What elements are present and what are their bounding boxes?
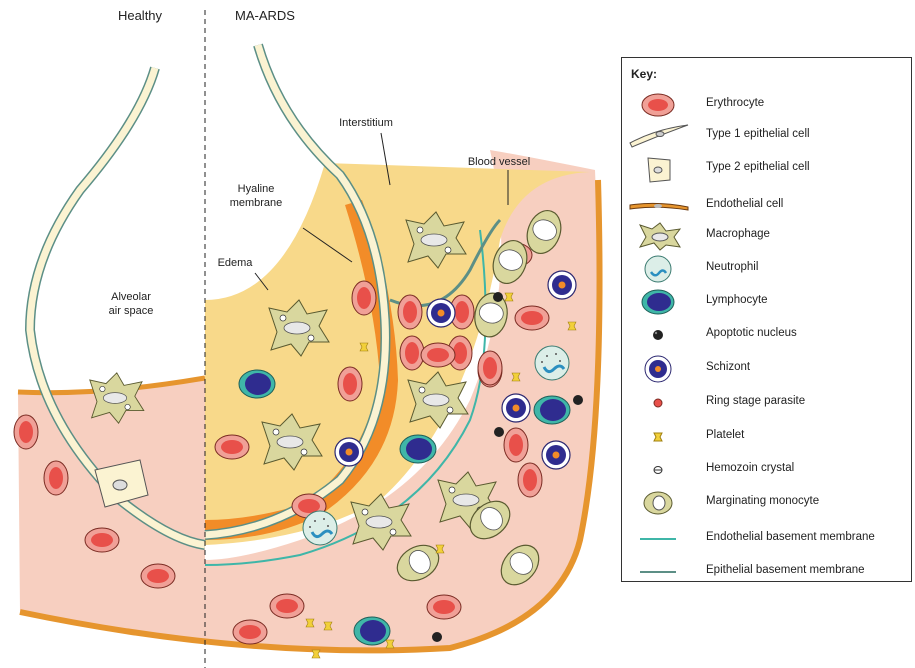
key-label: Neutrophil [706,261,758,273]
epithelial-basement-membrane-icon [626,557,690,587]
type1-epithelial-cell-icon [626,121,690,151]
macrophage-icon [626,221,690,251]
label-membrane: membrane [230,197,283,209]
neutrophil [303,511,337,545]
erythrocyte [233,620,267,644]
lymphocyte [534,396,570,424]
key-row: Platelet [622,422,911,452]
erythrocyte [270,594,304,618]
key-row: Endothelial basement membrane [622,524,911,554]
key-row: Neutrophil [622,254,911,284]
key-label: Endothelial cell [706,198,783,210]
key-label: Lymphocyte [706,294,768,306]
key-row: Apoptotic nucleus [622,320,911,350]
erythrocyte [141,564,175,588]
key-label: Marginating monocyte [706,495,819,507]
erythrocyte [14,415,38,449]
apoptotic-nucleus [494,427,504,437]
endothelial-cell-icon [626,191,690,221]
label-blood-vessel: Blood vessel [468,156,530,168]
key-label: Type 2 epithelial cell [706,161,810,173]
key-label: Erythrocyte [706,97,764,109]
erythrocyte [478,351,502,385]
erythrocyte [400,336,424,370]
platelet-icon [626,422,690,452]
label-interstitium: Interstitium [339,117,393,129]
schizont-icon [626,354,690,384]
label-hyaline: Hyaline [238,183,275,195]
key-row: Ring stage parasite [622,388,911,418]
erythrocyte [421,343,455,367]
erythrocyte [515,306,549,330]
apoptotic-nucleus [493,292,503,302]
neutrophil-icon [626,254,690,284]
erythrocyte [44,461,68,495]
erythrocyte [427,595,461,619]
key-label: Type 1 epithelial cell [706,128,810,140]
key-label: Schizont [706,361,750,373]
schizont [427,299,455,327]
key-row: Type 2 epithelial cell [622,154,911,184]
key-row: Marginating monocyte [622,488,911,518]
key-row: Hemozoin crystal [622,455,911,485]
type2-epithelial-cell-icon [626,154,690,184]
label-air-space: air space [109,305,154,317]
hemozoin-crystal-icon [626,455,690,485]
key-label: Hemozoin crystal [706,462,794,474]
erythrocyte [338,367,362,401]
erythrocyte [352,281,376,315]
key-row: Macrophage [622,221,911,251]
lymphocyte [354,617,390,645]
key-row: Lymphocyte [622,287,911,317]
key-label: Endothelial basement membrane [706,531,875,543]
erythrocyte [398,295,422,329]
label-alveolar: Alveolar [111,291,151,303]
endothelial-basement-membrane-icon [626,524,690,554]
key-row: Type 1 epithelial cell [622,121,911,151]
panel-label-healthy: Healthy [118,8,163,23]
key-label: Platelet [706,429,744,441]
lymphocyte [400,435,436,463]
erythrocyte [504,428,528,462]
key-title: Key: [631,67,657,81]
label-edema: Edema [218,257,254,269]
schizont [502,394,530,422]
key-row: Schizont [622,354,911,384]
platelet [312,650,320,658]
apoptotic-nucleus [432,632,442,642]
erythrocyte [518,463,542,497]
erythrocyte [215,435,249,459]
panel-label-ma-ards: MA-ARDS [235,8,295,23]
apoptotic-nucleus [573,395,583,405]
key-row: Epithelial basement membrane [622,557,911,587]
erythrocyte [85,528,119,552]
schizont [548,271,576,299]
ring-stage-parasite-icon [626,388,690,418]
lymphocyte [239,370,275,398]
key-row: Erythrocyte [622,90,911,120]
schizont [335,438,363,466]
key-label: Macrophage [706,228,770,240]
neutrophil [535,346,569,380]
lymphocyte-icon [626,287,690,317]
key-label: Ring stage parasite [706,395,805,407]
key-label: Epithelial basement membrane [706,564,865,576]
apoptotic-nucleus-icon [626,320,690,350]
key-label: Apoptotic nucleus [706,327,797,339]
erythrocyte-icon [626,90,690,120]
marginating-monocyte-icon [626,488,690,518]
schizont [542,441,570,469]
key-row: Endothelial cell [622,191,911,221]
